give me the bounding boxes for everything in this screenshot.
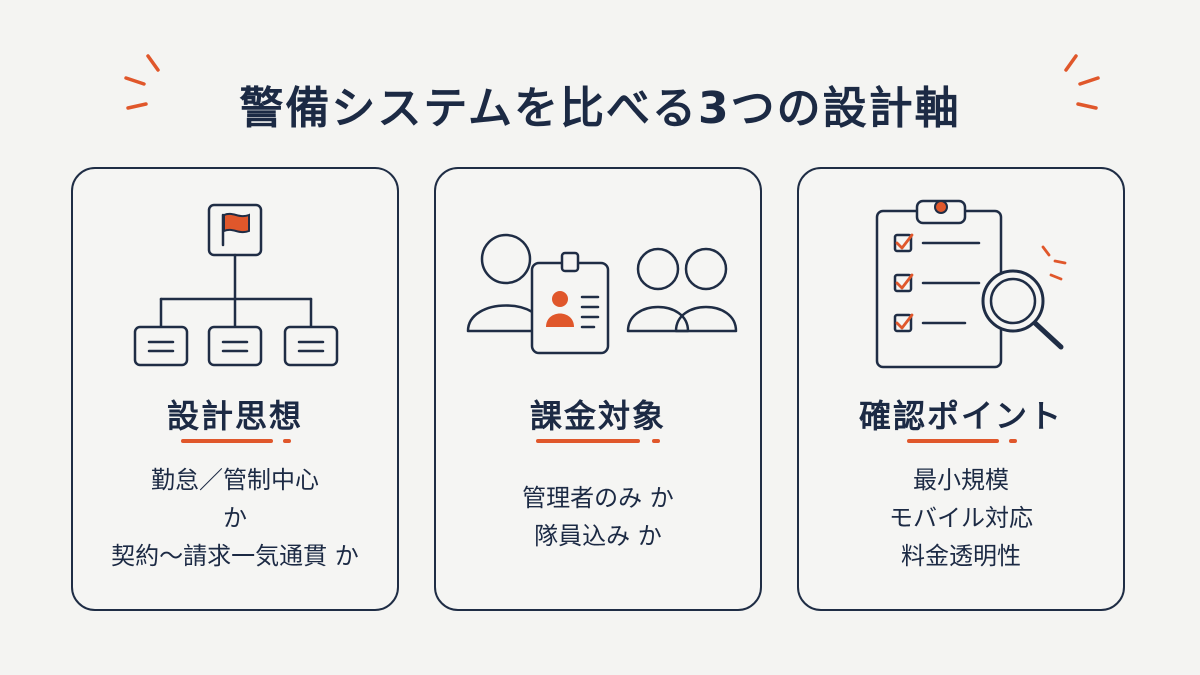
card-check-points: 確認ポイント 最小規模 モバイル対応 料金透明性 (797, 167, 1125, 611)
card-title: 課金対象 (529, 397, 666, 435)
card-line: 契約〜請求一気通貫 か (111, 542, 359, 570)
title-underline (181, 439, 293, 443)
title-underline (536, 439, 664, 443)
card-line: 勤怠／管制中心 (151, 466, 319, 494)
org-chart-flag-icon (133, 203, 339, 367)
card-line: 隊員込み か (534, 522, 662, 550)
burst-right-icon (1064, 54, 1100, 110)
card-line: 最小規模 (913, 466, 1009, 494)
card-line: モバイル対応 (889, 504, 1033, 532)
card-line: 料金透明性 (901, 542, 1021, 570)
card-line: か (223, 504, 247, 532)
burst-left-icon (124, 54, 160, 110)
card-lines: 管理者のみ か 隊員込み か (436, 479, 760, 555)
card-line: 管理者のみ か (522, 484, 674, 512)
card-lines: 勤怠／管制中心 か 契約〜請求一気通貫 か (73, 461, 397, 575)
users-id-badge-icon (466, 233, 738, 355)
page-title: 警備システムを比べる3つの設計軸 (239, 83, 961, 134)
card-design-philosophy: 設計思想 勤怠／管制中心 か 契約〜請求一気通貫 か (71, 167, 399, 611)
title-underline (907, 439, 1019, 443)
clipboard-checklist-magnifier-icon (875, 199, 1067, 369)
card-billing-target: 課金対象 管理者のみ か 隊員込み か (434, 167, 762, 611)
card-title: 確認ポイント (858, 397, 1063, 435)
card-title: 設計思想 (166, 397, 303, 435)
card-lines: 最小規模 モバイル対応 料金透明性 (799, 461, 1123, 575)
